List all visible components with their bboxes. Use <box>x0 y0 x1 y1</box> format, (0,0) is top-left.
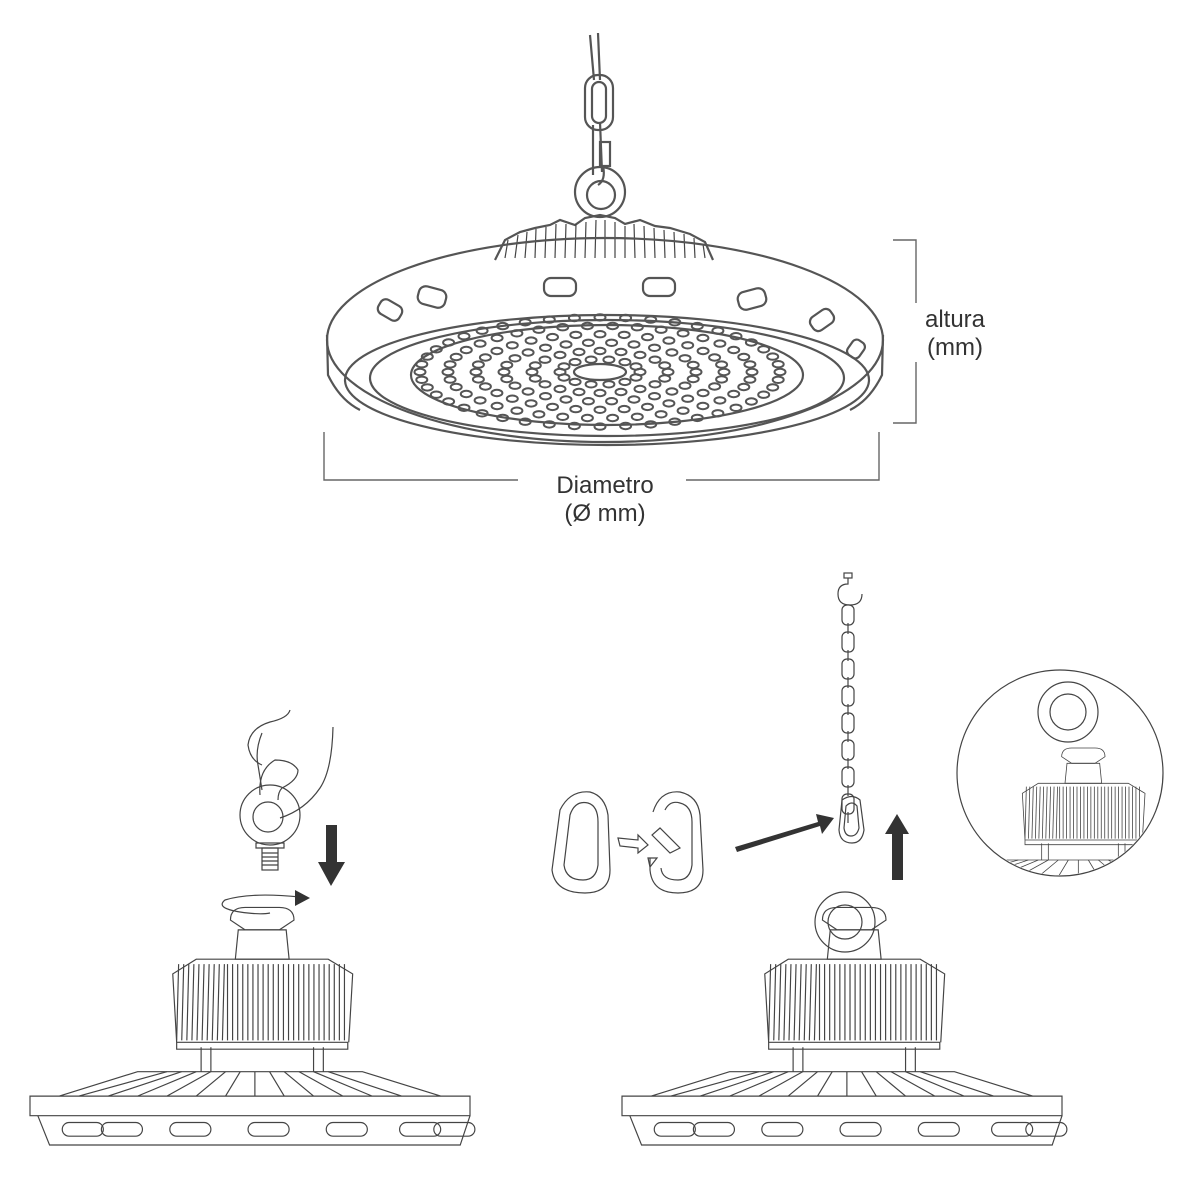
up-arrow-icon <box>885 814 909 880</box>
height-dimension-line <box>893 239 917 424</box>
diagonal-arrow-icon <box>735 814 834 852</box>
eye-bolt-icon <box>573 165 627 219</box>
down-arrow-icon <box>318 825 345 886</box>
height-label: altura (mm) <box>924 306 986 361</box>
diameter-label: Diametro (Ø mm) <box>556 472 654 527</box>
rotate-arrow-icon <box>221 890 310 915</box>
hook-icon <box>837 572 863 606</box>
hand-icon <box>247 709 334 819</box>
chain-icon <box>841 604 855 823</box>
chain-icon <box>583 32 615 186</box>
carabiner-closed-icon <box>551 791 611 894</box>
luminaire-side-view-left <box>29 906 476 1146</box>
luminaire-side-view-right <box>621 891 1068 1146</box>
diameter-dimension-line <box>323 432 880 481</box>
eye-bolt-icon <box>239 784 301 871</box>
carabiner-open-icon <box>617 791 704 894</box>
luminaire-top-view <box>325 213 885 447</box>
detail-circle <box>956 669 1164 877</box>
carabiner-hanging-icon <box>838 795 865 844</box>
